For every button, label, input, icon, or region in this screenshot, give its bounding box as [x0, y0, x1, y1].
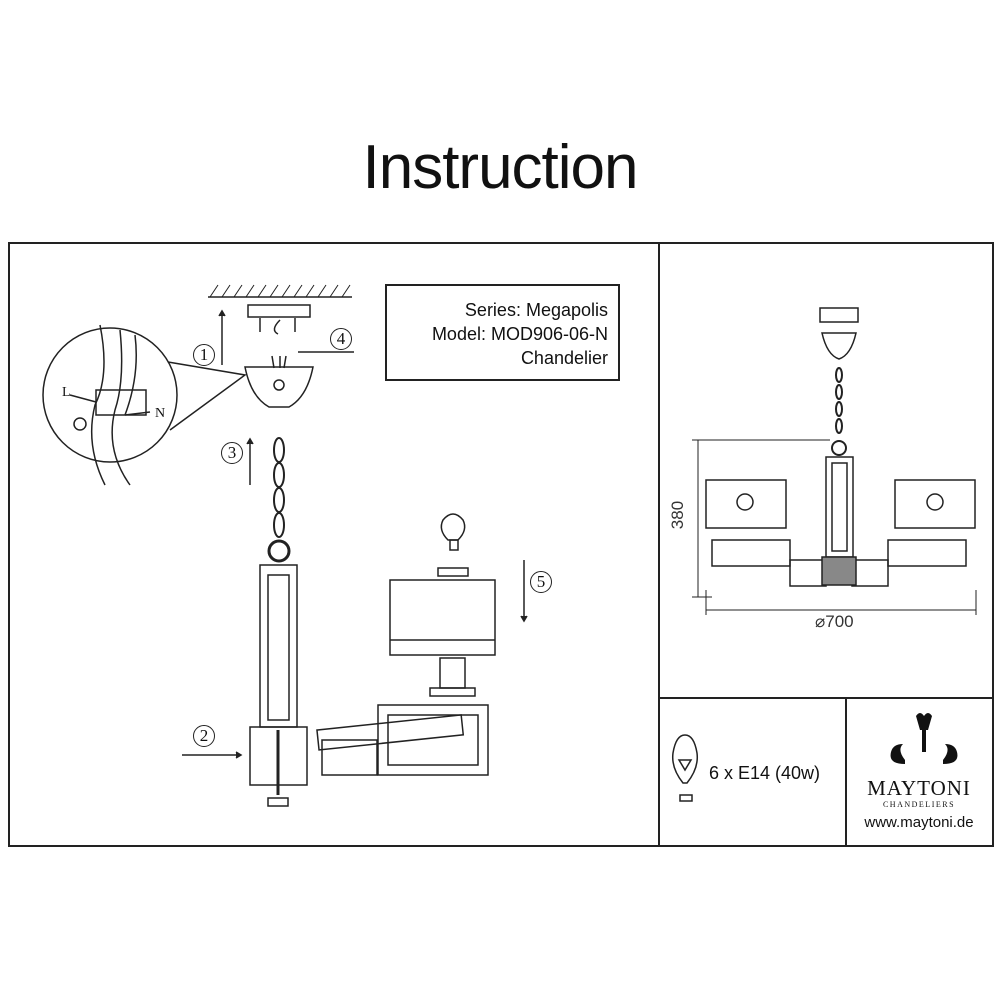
divider [658, 697, 992, 699]
step-2-marker: 2 [193, 725, 215, 747]
product-type-label: Chandelier [520, 348, 608, 368]
bulb-spec: 6 x E14 (40w) [709, 763, 821, 783]
brand-url[interactable]: www.maytoni.de [864, 814, 974, 831]
height-dimension: 380 [668, 500, 688, 530]
brand-name: MAYTONI [867, 776, 971, 800]
step-5-marker: 5 [530, 571, 552, 593]
instruction-frame [8, 242, 994, 847]
divider [845, 697, 847, 845]
step-3-marker: 3 [221, 442, 243, 464]
product-info-box: Series: Megapolis Model: MOD906-06-N Cha… [385, 284, 620, 381]
step-1-marker: 1 [193, 344, 215, 366]
step-4-marker: 4 [330, 328, 352, 350]
live-wire-label: L [62, 385, 71, 400]
diameter-dimension: ⌀700 [815, 612, 854, 631]
light-bulb-icon [671, 734, 699, 802]
model-label: Model: MOD906-06-N [431, 324, 608, 344]
neutral-wire-label: N [155, 406, 166, 421]
series-label: Series: Megapolis [464, 300, 608, 320]
maytoni-logo [890, 713, 958, 764]
divider [658, 242, 660, 845]
page-title: Instruction [362, 133, 638, 202]
brand-tagline: CHANDELIERS [882, 800, 956, 809]
